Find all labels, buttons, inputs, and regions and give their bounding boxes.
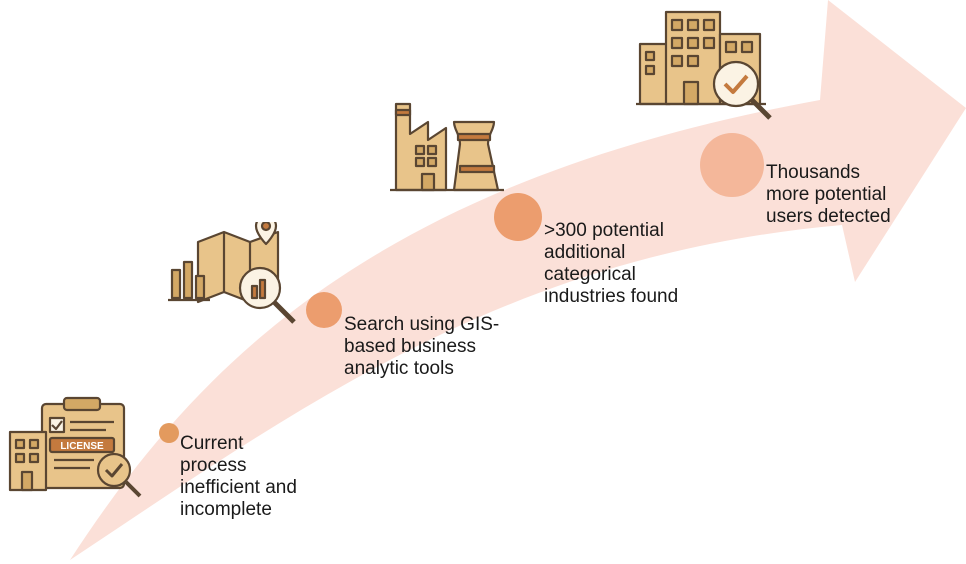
license-building-check-icon: LICENSE xyxy=(8,396,142,498)
milestone-dot-4 xyxy=(700,133,764,197)
milestone-dot-1 xyxy=(159,423,179,443)
buildings-check-magnifier-icon xyxy=(636,10,772,120)
license-label: LICENSE xyxy=(60,441,104,452)
map-analytics-magnifier-icon xyxy=(168,222,296,324)
milestone-dot-2 xyxy=(306,292,342,328)
step-4-label: Thousands more potential users detected xyxy=(766,162,891,227)
step-3-label: >300 potential additional categorical in… xyxy=(544,220,679,307)
factory-icon xyxy=(390,102,504,192)
step-1-label: Current process inefficient and incomple… xyxy=(180,433,297,520)
milestone-dot-3 xyxy=(494,193,542,241)
step-2-label: Search using GIS- based business analyti… xyxy=(344,314,500,379)
